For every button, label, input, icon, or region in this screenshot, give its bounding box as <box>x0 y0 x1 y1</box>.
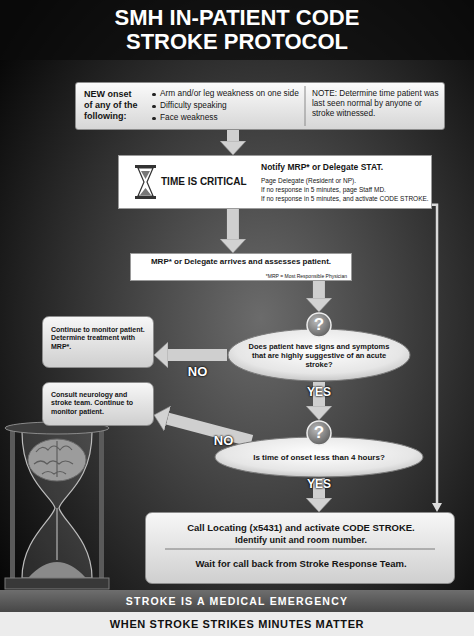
sand-pile <box>28 562 86 578</box>
icon-sand <box>141 171 150 179</box>
icon-bar <box>135 165 156 168</box>
instruction-line: Page Delegate (Resident or NP). <box>261 177 429 185</box>
separator-line <box>165 549 435 550</box>
note-text: NOTE: Determine time patient was last se… <box>312 89 440 119</box>
hourglass-post <box>10 430 15 580</box>
question-circle: ? <box>306 312 332 338</box>
brain-folds <box>34 441 73 477</box>
question-mark: ? <box>306 315 332 335</box>
question-mark: ? <box>306 423 332 443</box>
action-text: Identify unit and room number. <box>154 535 448 546</box>
symptom-item: Arm and/or leg weakness on one side <box>160 89 308 99</box>
symptom-item: Difficulty speaking <box>160 101 308 111</box>
flow-arrow <box>432 205 437 503</box>
action-box: Call Locating (x5431) and activate CODE … <box>145 512 455 584</box>
outcome-text: Continue to monitor patient. Determine t… <box>51 326 149 351</box>
instruction-heading: Notify MRP* or Delegate STAT. <box>261 162 429 172</box>
page-title: SMH IN-PATIENT CODE STROKE PROTOCOL <box>87 6 387 54</box>
title-band <box>0 0 474 60</box>
column-divider <box>305 86 306 126</box>
outcome-text: Consult neurology and stroke team. Conti… <box>51 391 149 416</box>
symptom-item: Face weakness <box>160 113 308 123</box>
footnote-text: *MRP = Most Responsible Physician <box>227 273 347 279</box>
hourglass-post <box>99 430 104 580</box>
flow-arrow <box>168 419 252 441</box>
flow-arrow <box>313 281 325 298</box>
flow-arrow <box>168 349 227 361</box>
alert-heading: TIME IS CRITICAL <box>161 176 261 188</box>
action-text: Wait for call back from Stroke Response … <box>154 558 448 569</box>
flow-arrow <box>227 209 239 239</box>
ellipse-shape <box>228 329 410 381</box>
hourglass-icon <box>135 165 156 199</box>
flow-arrow <box>313 382 325 406</box>
outcome-box: Continue to monitor patient. Determine t… <box>42 316 154 368</box>
flow-arrow <box>227 130 239 141</box>
flow-arrow <box>313 478 325 498</box>
hourglass-illustration <box>5 422 109 589</box>
instruction-line: If no response in 5 minutes, and activat… <box>261 195 429 203</box>
question-circle: ? <box>306 420 332 446</box>
assess-box: MRP* or Delegate arrives and assesses pa… <box>130 253 352 281</box>
decision-text: Is time of onset less than 4 hours? <box>224 453 414 463</box>
instruction-line: If no response in 5 minutes, page Staff … <box>261 186 429 194</box>
icon-bar <box>135 196 156 199</box>
trigger-box: NEW onset of any of the following: Arm an… <box>75 82 445 130</box>
action-text: Call Locating (x5431) and activate CODE … <box>154 522 448 533</box>
notify-box: TIME IS CRITICALNotify MRP* or Delegate … <box>118 155 432 209</box>
outcome-box: Consult neurology and stroke team. Conti… <box>42 382 154 426</box>
circle-shape <box>307 313 331 337</box>
page-caption: WHEN STROKE STRIKES MINUTES MATTER <box>0 612 474 636</box>
icon-sand <box>140 188 151 195</box>
hourglass-base-plate <box>5 578 109 589</box>
process-text: MRP* or Delegate arrives and assesses pa… <box>135 257 347 267</box>
ellipse-shape <box>215 437 423 477</box>
banner-text: STROKE IS A MEDICAL EMERGENCY <box>0 590 474 612</box>
edge-label: NO <box>188 364 208 379</box>
circle-shape <box>307 421 331 445</box>
brain-shape <box>28 439 86 481</box>
icon-glass <box>138 168 153 196</box>
decision-text: Does patient have signs and symptoms tha… <box>242 342 396 369</box>
box-heading: NEW onset of any of the following: <box>84 89 140 121</box>
banner-band: STROKE IS A MEDICAL EMERGENCY <box>0 590 474 612</box>
sand-stream <box>56 508 58 560</box>
hourglass-glass <box>22 432 92 578</box>
